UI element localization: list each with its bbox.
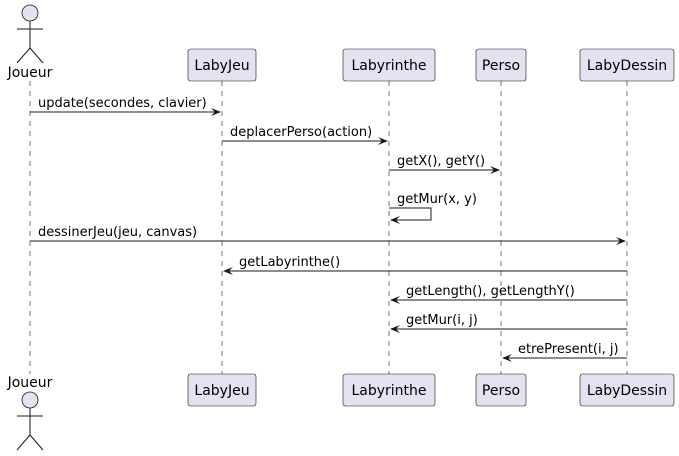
message-label: getX(), getY() bbox=[397, 154, 485, 169]
message-arrowhead bbox=[490, 166, 500, 174]
participants-top: Joueur LabyJeu Labyrinthe Perso LabyDessin bbox=[7, 4, 675, 82]
participant-labyjeu-bottom: LabyJeu bbox=[187, 373, 257, 407]
participant-labydessin-bottom: LabyDessin bbox=[579, 373, 675, 407]
participant-box bbox=[342, 48, 436, 82]
participant-box bbox=[475, 373, 527, 407]
participant-label: LabyJeu bbox=[194, 58, 249, 74]
message-label: getLength(), getLengthY() bbox=[406, 284, 575, 299]
message-5: dessinerJeu(jeu, canvas) bbox=[30, 225, 626, 245]
participant-labyrinthe-top: Labyrinthe bbox=[342, 48, 436, 82]
message-2: deplacerPerso(action) bbox=[222, 125, 388, 145]
lifelines bbox=[29, 81, 628, 374]
participant-label: Perso bbox=[482, 58, 520, 74]
participant-box bbox=[579, 373, 675, 407]
actor-leg-right bbox=[29, 47, 44, 64]
message-7: getLength(), getLengthY() bbox=[390, 284, 627, 304]
message-1: update(secondes, clavier) bbox=[30, 96, 221, 116]
message-label: etrePresent(i, j) bbox=[518, 342, 619, 357]
message-arrowhead bbox=[502, 354, 512, 362]
actor-label-joueur-bottom: Joueur bbox=[7, 375, 53, 391]
participant-label: LabyJeu bbox=[194, 383, 249, 399]
message-arrowhead bbox=[616, 237, 626, 245]
actor-leg-left bbox=[16, 434, 31, 451]
message-label: dessinerJeu(jeu, canvas) bbox=[38, 225, 197, 240]
message-arrowhead bbox=[378, 137, 388, 145]
participant-perso-top: Perso bbox=[475, 48, 527, 82]
actor-head bbox=[21, 391, 39, 409]
message-arrowhead bbox=[390, 325, 400, 333]
message-label: getMur(x, y) bbox=[397, 192, 477, 207]
participant-box bbox=[475, 48, 527, 82]
message-6: getLabyrinthe() bbox=[223, 255, 627, 275]
actor-joueur-top bbox=[16, 4, 44, 64]
message-arrowhead bbox=[223, 267, 233, 275]
message-8: getMur(i, j) bbox=[390, 313, 627, 333]
actor-joueur-bottom bbox=[16, 391, 44, 451]
participant-labyjeu-top: LabyJeu bbox=[187, 48, 257, 82]
actor-leg-right bbox=[29, 434, 44, 451]
actor-head bbox=[21, 4, 39, 22]
message-9: etrePresent(i, j) bbox=[502, 342, 627, 362]
message-arrowhead bbox=[390, 296, 400, 304]
message-4: getMur(x, y) bbox=[389, 192, 477, 224]
participant-labyrinthe-bottom: Labyrinthe bbox=[342, 373, 436, 407]
message-3: getX(), getY() bbox=[389, 154, 500, 174]
message-label: deplacerPerso(action) bbox=[230, 125, 372, 140]
messages: update(secondes, clavier) deplacerPerso(a… bbox=[30, 96, 627, 362]
participant-perso-bottom: Perso bbox=[475, 373, 527, 407]
participant-box bbox=[342, 373, 436, 407]
participant-label: LabyDessin bbox=[587, 383, 667, 399]
participant-label: Labyrinthe bbox=[351, 58, 426, 74]
message-label: getLabyrinthe() bbox=[239, 255, 340, 270]
participant-box bbox=[187, 48, 257, 82]
message-arrowhead bbox=[390, 216, 400, 224]
participant-label: Perso bbox=[482, 383, 520, 399]
actor-leg-left bbox=[16, 47, 31, 64]
participant-labydessin-top: LabyDessin bbox=[579, 48, 675, 82]
message-arrowhead bbox=[211, 108, 221, 116]
message-label: update(secondes, clavier) bbox=[38, 96, 207, 111]
participant-box bbox=[579, 48, 675, 82]
message-line bbox=[389, 207, 432, 221]
actor-label-joueur-top: Joueur bbox=[7, 65, 53, 81]
participant-label: Labyrinthe bbox=[351, 383, 426, 399]
participant-label: LabyDessin bbox=[587, 58, 667, 74]
message-label: getMur(i, j) bbox=[406, 313, 478, 328]
participant-box bbox=[187, 373, 257, 407]
